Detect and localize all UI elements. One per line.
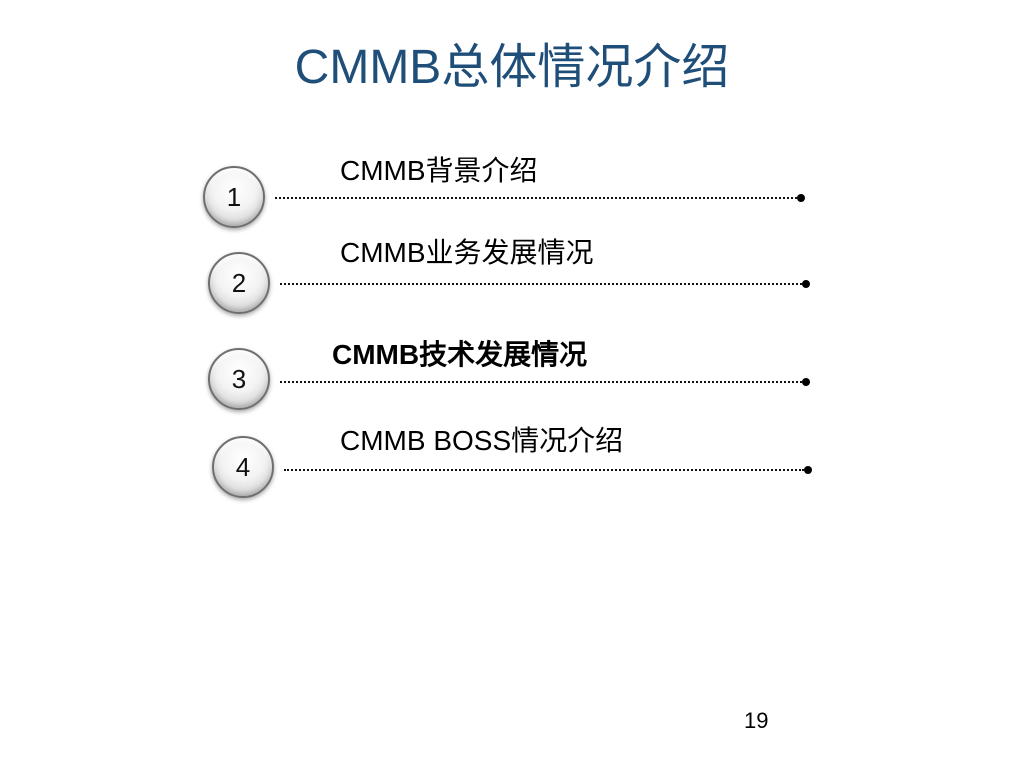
agenda-item-label: CMMB业务发展情况 xyxy=(340,237,594,268)
line-end-dot xyxy=(802,378,810,386)
agenda-item-4: 4 CMMB BOSS情况介绍 xyxy=(212,420,832,510)
agenda-item-label: CMMB技术发展情况 xyxy=(332,339,588,370)
number-badge: 3 xyxy=(208,348,270,410)
line-end-dot xyxy=(804,466,812,474)
dotted-leader-line xyxy=(280,283,802,285)
line-end-dot xyxy=(802,280,810,288)
agenda-item-label: CMMB背景介绍 xyxy=(340,155,538,186)
slide-title: CMMB总体情况介绍 xyxy=(294,41,730,94)
line-end-dot xyxy=(797,194,805,202)
number-badge: 1 xyxy=(203,166,265,228)
dotted-leader-line xyxy=(275,197,797,199)
page-number: 19 xyxy=(744,708,769,733)
dotted-leader-line xyxy=(284,469,804,471)
agenda-item-1: 1 CMMB背景介绍 xyxy=(203,150,823,240)
dotted-leader-line xyxy=(280,381,802,383)
agenda-item-label: CMMB BOSS情况介绍 xyxy=(340,425,624,456)
number-badge: 4 xyxy=(212,436,274,498)
agenda-item-2: 2 CMMB业务发展情况 xyxy=(208,236,828,326)
number-badge: 2 xyxy=(208,252,270,314)
agenda-item-3: 3 CMMB技术发展情况 xyxy=(208,334,828,424)
